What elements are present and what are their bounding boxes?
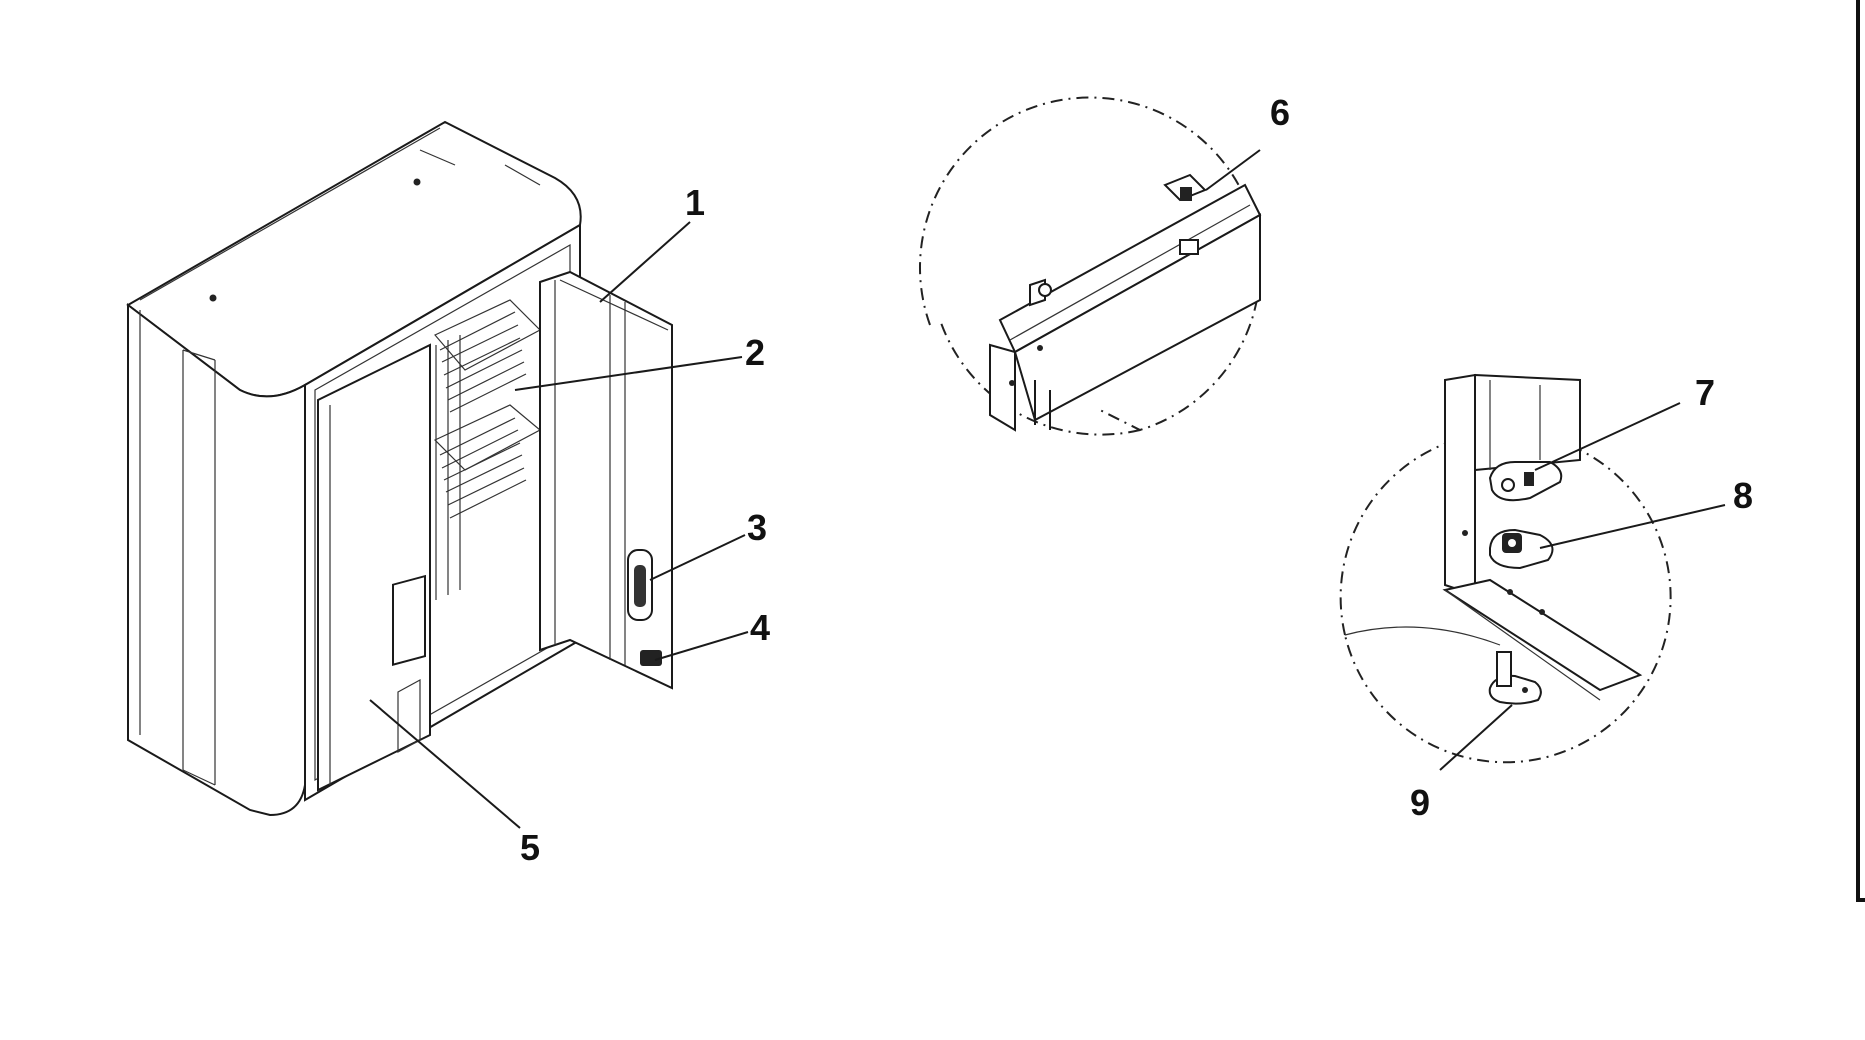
door-panel: [317, 343, 431, 792]
callout-7: 7: [1695, 372, 1715, 413]
detail-circle-top-hinge: [919, 96, 1262, 436]
frame-edge: [1856, 0, 1865, 902]
leader-lines-main: [369, 221, 749, 829]
interior-shelves: [433, 299, 542, 600]
callout-2: 2: [745, 332, 765, 373]
callout-9: 9: [1410, 782, 1430, 823]
callout-1: 1: [685, 182, 705, 223]
callout-6: 6: [1270, 92, 1290, 133]
callout-3: 3: [747, 507, 767, 548]
callout-5: 5: [520, 827, 540, 868]
open-door: [539, 270, 673, 690]
callout-8: 8: [1733, 475, 1753, 516]
callout-4: 4: [750, 607, 770, 648]
refrigerator-cabinet: [126, 120, 673, 817]
detail-circle-bottom-hinge: [1339, 373, 1726, 771]
